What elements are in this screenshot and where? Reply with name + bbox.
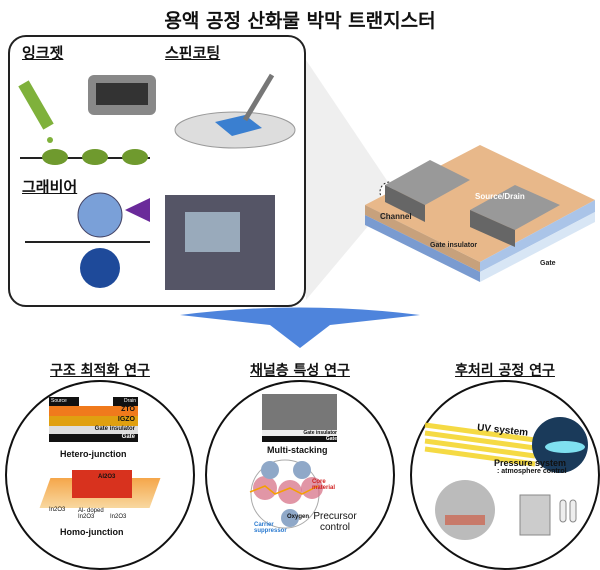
gate-insulator-layer: Gate insulator (49, 426, 138, 434)
gate-insulator-label: Gate insulator (430, 242, 478, 249)
hetero-junction-caption: Hetero-junction (60, 449, 127, 459)
al2o3-label: Al2O3 (98, 474, 116, 480)
pressure-system-label: Pressure system (494, 458, 567, 468)
igzo-layer: IGZO (49, 416, 138, 426)
section-heading-structure: 구조 최적화 연구 (50, 363, 150, 379)
core-material-label: Core material (312, 479, 336, 491)
carrier-suppressor-label: Carrier suppressor (254, 522, 287, 534)
precursor-molecule (249, 459, 323, 529)
gate-layer: Gate (49, 434, 138, 442)
gravure-label: 그래비어 (22, 178, 78, 196)
drain-label: Drain (124, 398, 136, 404)
section-heading-post-treatment: 후처리 공정 연구 (455, 363, 555, 379)
process-panel (8, 35, 306, 307)
multi-stacking-caption: Multi-stacking (267, 445, 328, 455)
illustration (18, 60, 595, 348)
channel-label: Channel (380, 212, 412, 221)
source-label: Source (51, 398, 67, 404)
precursor-control-caption: Precursor control (313, 511, 357, 533)
in2o3-right-label: In2O3 (110, 514, 127, 520)
al-doped-label: Al- doped In2O3 (78, 508, 104, 520)
gate-label: Gate (540, 260, 556, 267)
spin-illustration (174, 73, 296, 149)
homo-junction-caption: Homo-junction (60, 527, 124, 537)
gravure-illustration (25, 192, 275, 290)
in2o3-left-label: In2O3 (49, 507, 66, 513)
atmosphere-control-label: : atmosphere control (497, 468, 567, 475)
spin-label: 스핀코팅 (165, 44, 221, 62)
gate-label-2: Gate (262, 436, 337, 442)
section-heading-channel: 채널층 특성 연구 (250, 363, 350, 379)
source-drain-label: Source/Drain (475, 192, 525, 201)
zto-layer: ZTO (49, 406, 138, 416)
down-arrow (180, 307, 420, 348)
al2o3-block (72, 470, 132, 498)
inkjet-illustration (18, 75, 156, 165)
oxygen-label: Oxygen (287, 514, 310, 520)
inkjet-label: 잉크젯 (22, 44, 64, 62)
page-title: 용액 공정 산화물 박막 트랜지스터 (164, 10, 436, 32)
tft-device (365, 145, 595, 282)
gate-insulator-label-2: Gate insulator (262, 430, 337, 436)
post-treatment-illustration (424, 417, 588, 540)
